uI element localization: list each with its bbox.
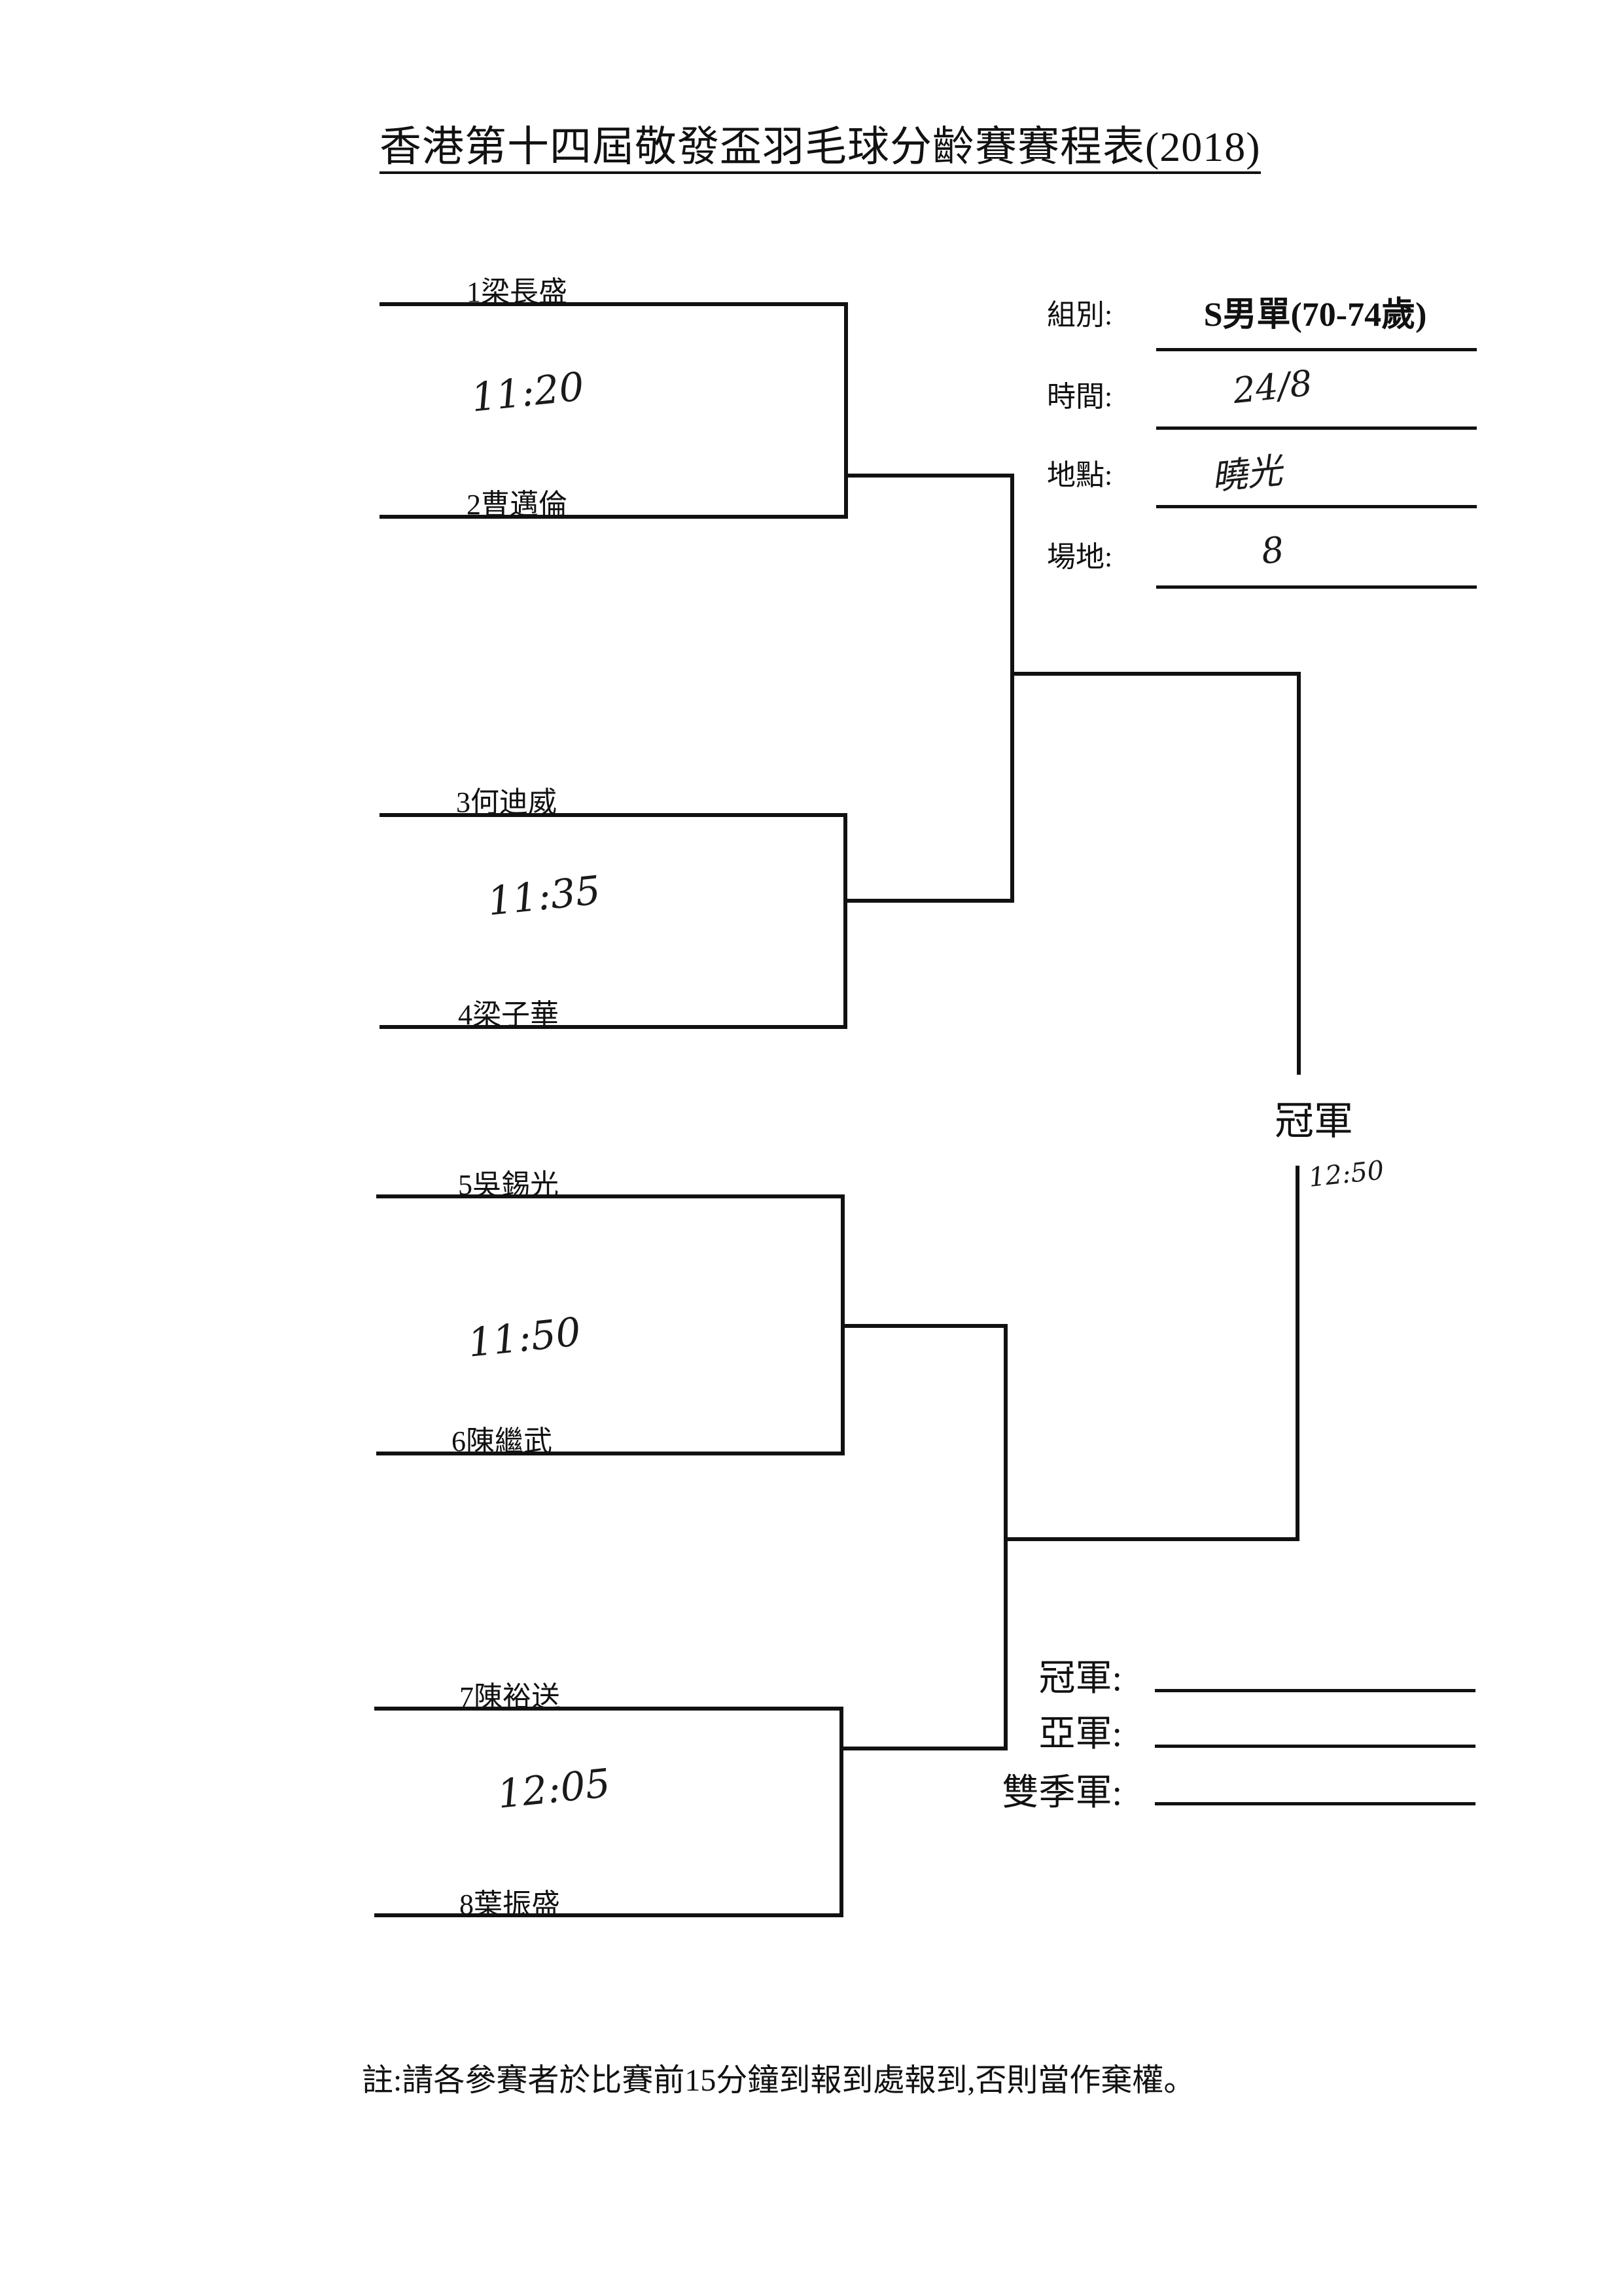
player-8: 8葉振盛 — [459, 1888, 560, 1921]
third-place-label: 雙季軍: — [1002, 1773, 1122, 1813]
page-title: 香港第十四屆敬發盃羽毛球分齡賽賽程表(2018) — [380, 124, 1261, 175]
group-value: S男單(70-74歲) — [1203, 296, 1427, 334]
court-underline — [1156, 585, 1477, 589]
champion-placing-label: 冠軍: — [1038, 1658, 1122, 1699]
player-1: 1梁長盛 — [467, 276, 567, 308]
runner-up-field[interactable] — [1155, 1745, 1475, 1748]
venue-underline — [1156, 505, 1477, 508]
player-7: 7陳裕送 — [459, 1681, 560, 1713]
champion-placing-field[interactable] — [1155, 1689, 1475, 1692]
champion-label: 冠軍 — [1275, 1100, 1353, 1143]
footnote: 註:請各參賽者於比賽前15分鐘到報到處報到,否則當作棄權。 — [362, 2063, 1195, 2098]
venue-label: 地點: — [1047, 459, 1113, 491]
player-4: 4梁子華 — [458, 999, 559, 1031]
date-underline — [1156, 426, 1477, 430]
player-6: 6陳繼武 — [451, 1425, 552, 1457]
group-label: 組別: — [1047, 299, 1113, 331]
third-place-field[interactable] — [1155, 1802, 1475, 1805]
player-3: 3何迪威 — [456, 786, 557, 818]
group-underline — [1156, 348, 1477, 351]
court-label: 場地: — [1047, 541, 1113, 573]
runner-up-label: 亞軍: — [1038, 1714, 1122, 1754]
date-label: 時間: — [1047, 381, 1113, 413]
player-2: 2曹邁倫 — [467, 489, 567, 521]
player-5: 5吳錫光 — [458, 1169, 559, 1201]
